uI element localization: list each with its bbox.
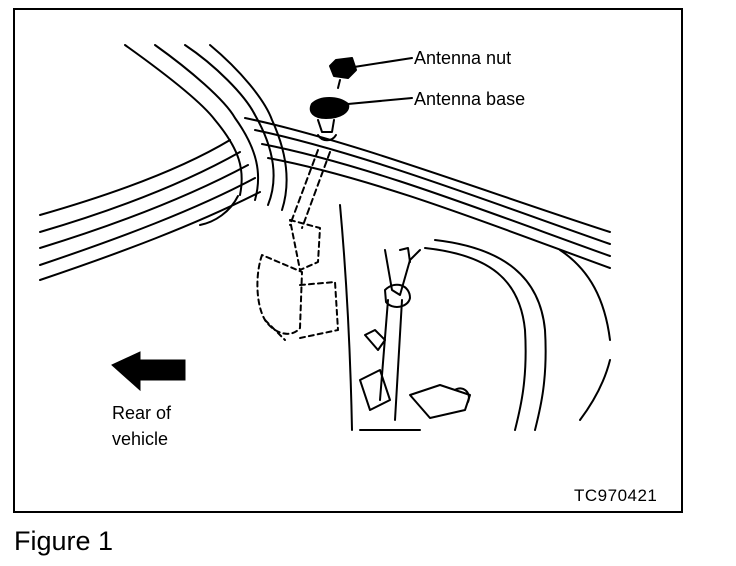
roof-rail-lines-right [244, 117, 611, 269]
hinge-mechanism [359, 247, 471, 431]
rear-pillar-outline [339, 204, 611, 431]
antenna-mast [289, 149, 331, 229]
roof-panel-lines-left [39, 139, 261, 281]
figure-caption: Figure 1 [14, 526, 114, 556]
antenna-nut [329, 57, 413, 89]
diagram-code: TC970421 [574, 486, 658, 505]
rear-of-vehicle-label-line1: Rear of [112, 403, 172, 423]
roof-pillar-outline [124, 44, 288, 211]
arrow-left-icon [111, 351, 186, 392]
antenna-base-label: Antenna base [414, 89, 526, 109]
figure-frame [13, 8, 683, 513]
rear-of-vehicle-label-line2: vehicle [112, 429, 169, 449]
antenna-motor-housing [256, 219, 339, 341]
antenna-nut-label: Antenna nut [414, 48, 512, 68]
antenna-base [309, 97, 413, 142]
